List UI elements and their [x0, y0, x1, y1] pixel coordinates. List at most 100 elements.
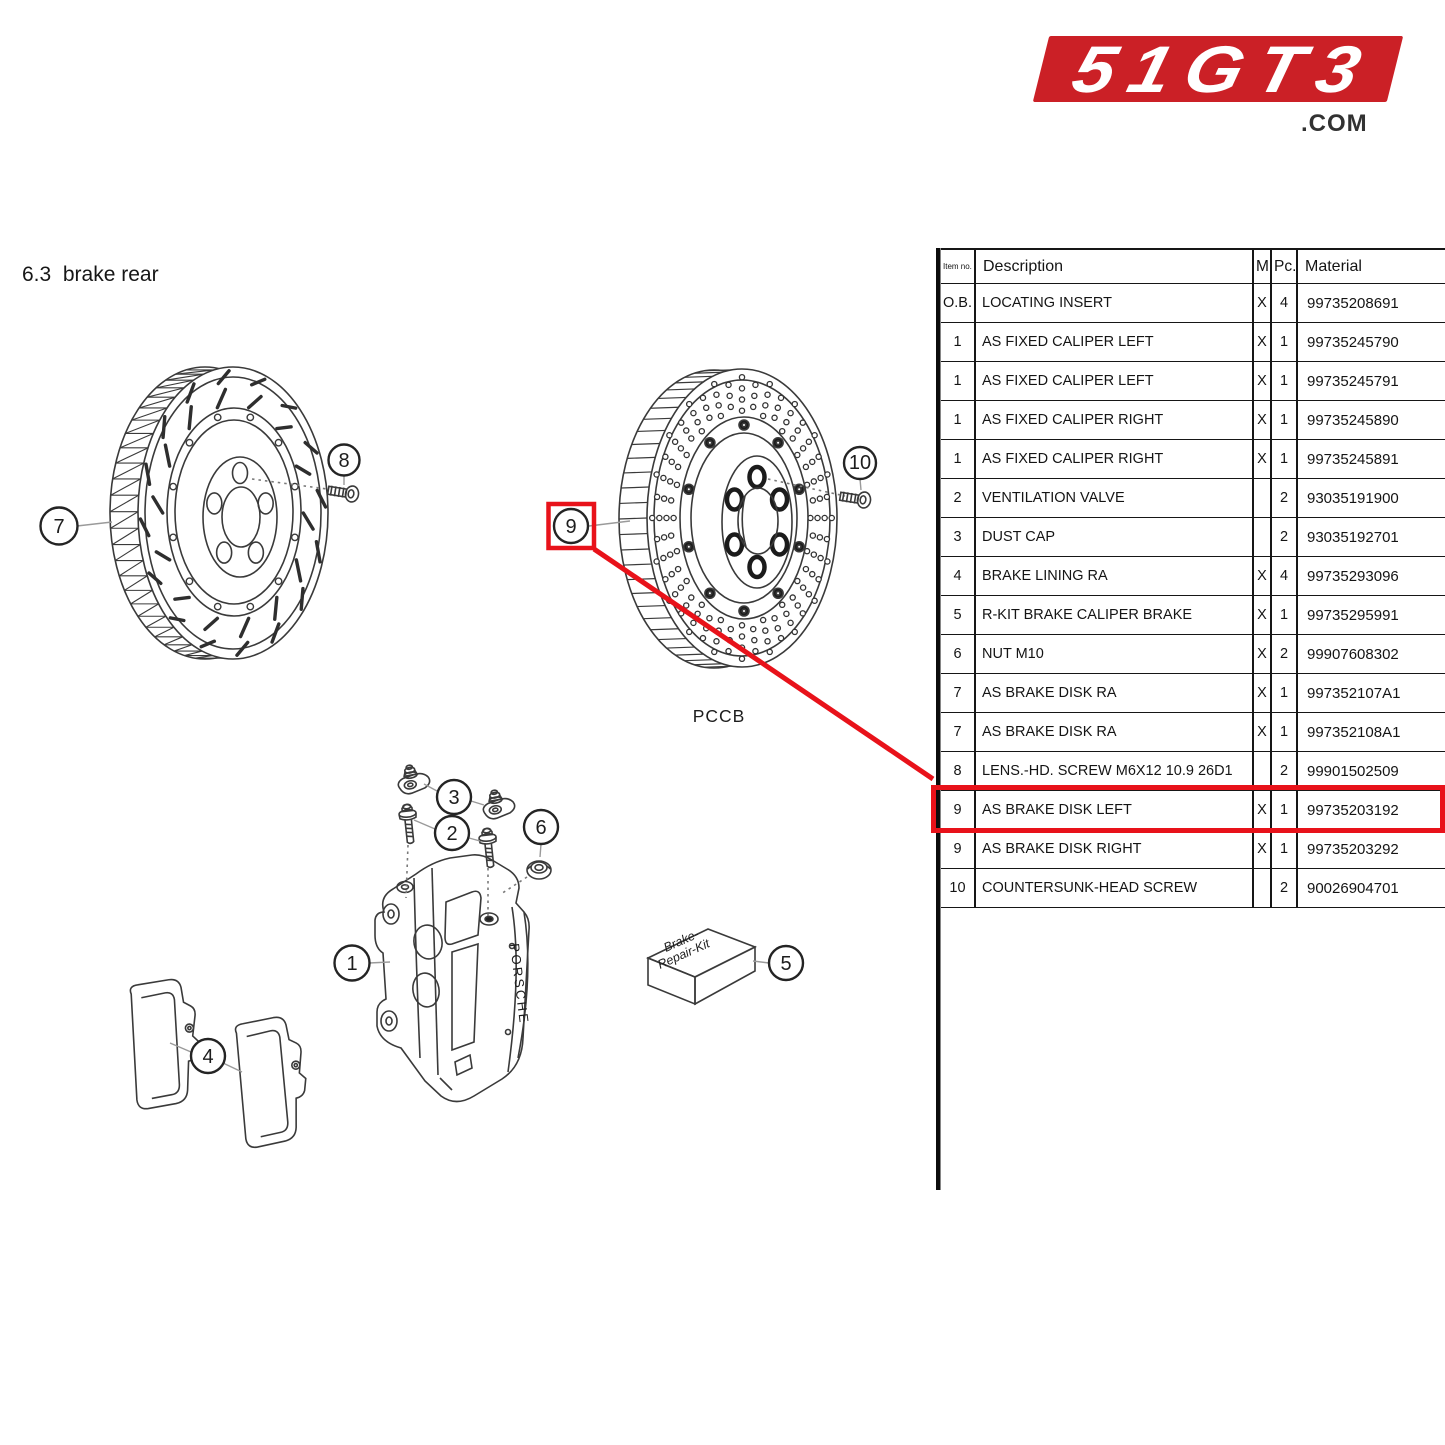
- cell-m: X: [1253, 283, 1272, 323]
- cell-m: X: [1253, 439, 1272, 479]
- cell-material: 997352108A1: [1297, 712, 1445, 752]
- dotted-leader-lines: [251, 478, 846, 918]
- callout-10: 10: [842, 445, 878, 481]
- cell-item: 7: [941, 712, 976, 752]
- col-header-m: M: [1253, 248, 1272, 284]
- cell-m: X: [1253, 322, 1272, 362]
- cell-description: AS BRAKE DISK RA: [975, 673, 1254, 713]
- cell-material: 99735295991: [1297, 595, 1445, 635]
- callout-9-highlight-box: [546, 501, 597, 551]
- cell-m: [1253, 868, 1272, 908]
- nut-m10: [526, 860, 552, 880]
- col-header-description: Description: [975, 248, 1254, 284]
- cell-pc: 1: [1271, 790, 1298, 830]
- cell-description: AS FIXED CALIPER LEFT: [975, 322, 1254, 362]
- svg-text:10: 10: [849, 452, 871, 474]
- left-disc-rim-ribs: [109, 369, 224, 659]
- cell-item: 1: [941, 400, 976, 440]
- cell-item: 10: [941, 868, 976, 908]
- cell-pc: 4: [1271, 283, 1298, 323]
- cell-item: 8: [941, 751, 976, 791]
- cell-material: 93035192701: [1297, 517, 1445, 557]
- cell-item: 9: [941, 790, 976, 830]
- cell-pc: 1: [1271, 712, 1298, 752]
- callout-4: 4: [189, 1037, 227, 1075]
- table-header-row: Item no. Description M Pc. Material: [941, 248, 1445, 284]
- callout-1: 1: [333, 944, 371, 982]
- cell-material: 99735203292: [1297, 829, 1445, 869]
- svg-text:5: 5: [780, 953, 791, 975]
- cell-description: AS FIXED CALIPER RIGHT: [975, 400, 1254, 440]
- cell-material: 99735245790: [1297, 322, 1445, 362]
- col-header-pc: Pc.: [1271, 248, 1298, 284]
- cell-description: COUNTERSUNK-HEAD SCREW: [975, 868, 1254, 908]
- cell-item: 3: [941, 517, 976, 557]
- svg-text:8: 8: [338, 450, 349, 472]
- callout-2: 2: [433, 814, 471, 852]
- cell-m: X: [1253, 400, 1272, 440]
- cell-item: 1: [941, 322, 976, 362]
- cell-material: 997352107A1: [1297, 673, 1445, 713]
- cell-pc: 2: [1271, 751, 1298, 791]
- callout-8: 8: [327, 443, 361, 477]
- cell-description: LOCATING INSERT: [975, 283, 1254, 323]
- disc-screw-left: [326, 481, 361, 504]
- section-title: 6.3 brake rear: [22, 263, 159, 286]
- cell-m: X: [1253, 595, 1272, 635]
- cell-pc: 2: [1271, 517, 1298, 557]
- cell-material: 90026904701: [1297, 868, 1445, 908]
- cell-pc: 4: [1271, 556, 1298, 596]
- cell-m: X: [1253, 790, 1272, 830]
- cell-pc: 1: [1271, 673, 1298, 713]
- svg-text:6: 6: [535, 817, 546, 839]
- callout-9-highlighted: 9: [552, 507, 590, 545]
- cell-pc: 1: [1271, 595, 1298, 635]
- cell-item: 4: [941, 556, 976, 596]
- cell-m: [1253, 478, 1272, 518]
- cell-description: DUST CAP: [975, 517, 1254, 557]
- cell-item: 2: [941, 478, 976, 518]
- cell-item: 6: [941, 634, 976, 674]
- cell-m: [1253, 517, 1272, 557]
- pccb-label: PCCB: [693, 706, 746, 726]
- parts-table-grid: Item no. Description M Pc. Material O.B.…: [941, 248, 1445, 908]
- cell-description: AS BRAKE DISK RA: [975, 712, 1254, 752]
- cell-material: 99735245890: [1297, 400, 1445, 440]
- cell-description: AS BRAKE DISK RIGHT: [975, 829, 1254, 869]
- highlight-connector-line: [592, 546, 935, 782]
- cell-item: O.B.: [941, 283, 976, 323]
- cell-description: AS FIXED CALIPER LEFT: [975, 361, 1254, 401]
- cell-material: 99735203192: [1297, 790, 1445, 830]
- cell-material: 99735245791: [1297, 361, 1445, 401]
- cell-material: 99907608302: [1297, 634, 1445, 674]
- cell-description: VENTILATION VALVE: [975, 478, 1254, 518]
- right-brake-disc-pccb: [618, 368, 838, 669]
- cell-item: 1: [941, 361, 976, 401]
- disc-screw-right: [838, 487, 873, 510]
- cell-item: 5: [941, 595, 976, 635]
- right-disc-ring-bolts: [683, 419, 805, 617]
- left-disc-slots: [138, 369, 328, 657]
- parts-table: Item no. Description M Pc. Material O.B.…: [931, 248, 1445, 908]
- brake-caliper: PORSCHE: [374, 854, 532, 1103]
- cell-m: X: [1253, 556, 1272, 596]
- cell-item: 1: [941, 439, 976, 479]
- cell-material: 99735245891: [1297, 439, 1445, 479]
